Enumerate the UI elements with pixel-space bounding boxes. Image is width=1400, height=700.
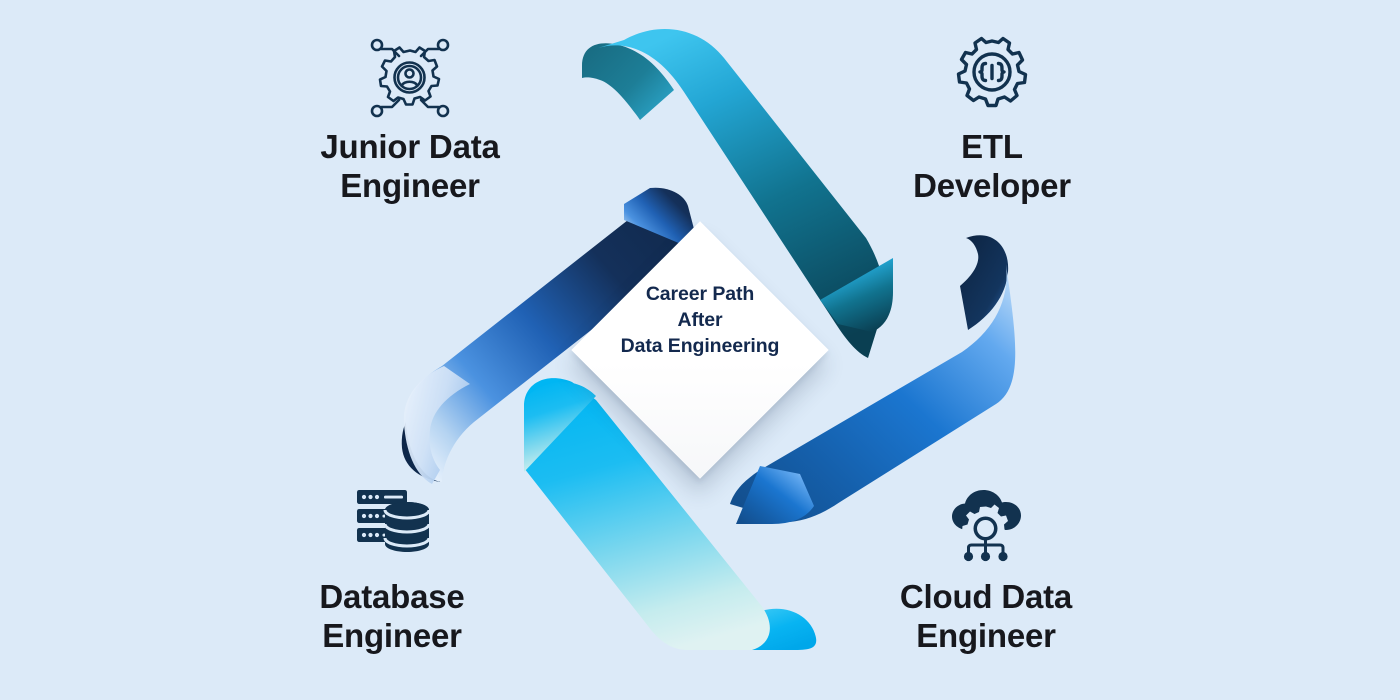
node-junior-data-engineer[interactable]: Junior Data Engineer <box>280 36 540 206</box>
node-etl-developer[interactable]: ETL Developer <box>862 36 1122 206</box>
gear-user-network-icon <box>280 36 540 122</box>
node-label: Junior Data Engineer <box>320 128 500 204</box>
ribbon-right-curl <box>960 235 1009 330</box>
ribbon-bottom-tip <box>524 382 596 472</box>
ribbon-top-tip <box>820 258 893 332</box>
ribbon-right <box>730 235 1016 524</box>
ribbon-bottom <box>524 378 817 650</box>
ribbon-top <box>582 28 893 358</box>
node-label: Database Engineer <box>319 578 465 654</box>
gear-code-braces-icon <box>862 36 1122 122</box>
ribbon-top-curl <box>582 43 674 120</box>
cloud-gear-network-icon <box>856 486 1116 572</box>
ribbon-right-body <box>730 264 1016 522</box>
node-database-engineer[interactable]: Database Engineer <box>262 486 522 656</box>
ribbon-right-tip <box>736 466 814 524</box>
node-label: ETL Developer <box>913 128 1071 204</box>
ribbon-left <box>401 187 702 484</box>
ribbon-left-body <box>405 200 702 482</box>
server-database-icon <box>262 486 522 572</box>
node-label: Cloud Data Engineer <box>899 578 1073 654</box>
ribbon-left-fold <box>403 366 470 484</box>
node-cloud-data-engineer[interactable]: Cloud Data Engineer <box>856 486 1116 656</box>
ribbon-bottom-body <box>524 378 770 650</box>
ribbon-left-tip <box>624 187 700 252</box>
ribbon-top-body <box>598 28 886 358</box>
